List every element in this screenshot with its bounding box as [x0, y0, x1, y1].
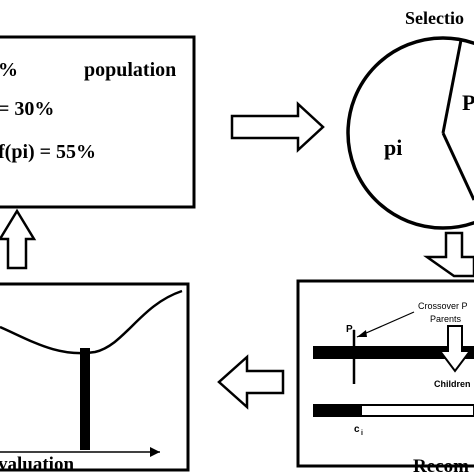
- population-box: [0, 35, 196, 209]
- population-text-30: = 30%: [0, 98, 54, 120]
- crossover-pointer-arrowhead: [357, 330, 367, 337]
- child-chromosome-bar-filled: [313, 404, 361, 417]
- pie-slice-label-p: P: [462, 90, 474, 115]
- crossover-pointer-line: [356, 311, 415, 338]
- arrow-down-small-icon: [438, 325, 472, 373]
- child-label-sub: i: [361, 430, 363, 437]
- evaluation-title: valuation: [0, 454, 74, 474]
- child-label: c: [354, 424, 360, 435]
- parent-label: P: [346, 324, 353, 335]
- arrow-up-icon: [0, 208, 37, 270]
- arrow-down-icon: [423, 231, 474, 278]
- selection-pie-chart: [346, 36, 474, 230]
- population-text-fpi: f(pi) = 55%: [0, 141, 96, 163]
- arrow-left-icon: [217, 354, 285, 410]
- recombination-title: Recom: [413, 456, 469, 474]
- selected-solution-bar: [80, 348, 90, 450]
- selection-title: Selectio: [405, 8, 464, 28]
- fitness-curve: [0, 289, 183, 355]
- child-chromosome-bar-empty: [360, 404, 474, 417]
- parent-label-sub: i: [353, 330, 355, 337]
- x-axis-arrowhead: [150, 447, 160, 457]
- pie-slice-edge-top: [441, 39, 463, 134]
- evaluation-box: [0, 282, 190, 472]
- children-label: Children: [434, 379, 471, 389]
- population-text-percent: %: [0, 59, 18, 81]
- pie-slice-edge-bottom: [441, 132, 474, 201]
- arrow-right-icon: [230, 101, 325, 153]
- crossover-label: Crossover P: [418, 301, 468, 311]
- pie-slice-label-pi: pi: [384, 135, 402, 160]
- population-label: population: [84, 59, 176, 81]
- recombination-box: [296, 279, 474, 468]
- parents-label: Parents: [430, 314, 462, 324]
